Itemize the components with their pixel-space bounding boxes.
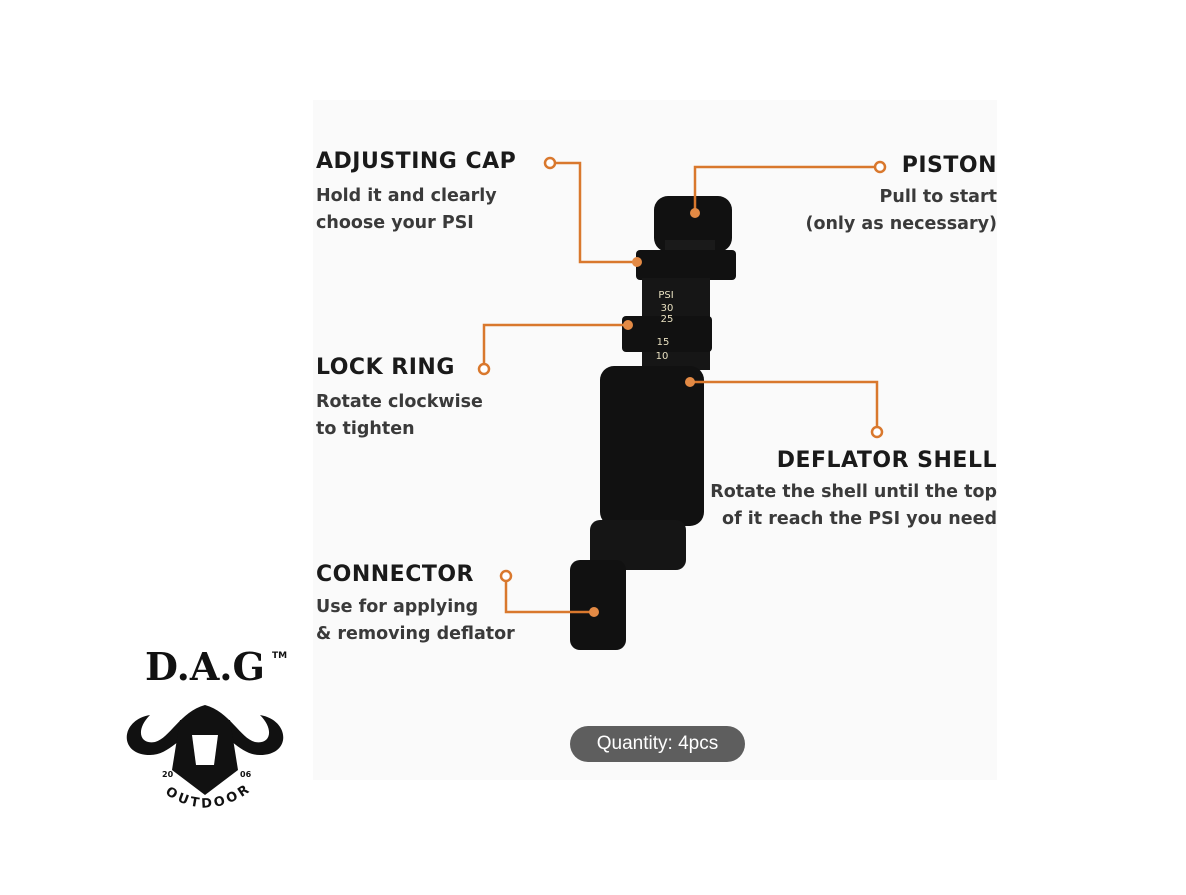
lock-ring-leader <box>482 323 628 363</box>
adjusting-cap-title: ADJUSTING CAP <box>316 149 517 174</box>
piston-title: PISTON <box>901 153 997 178</box>
piston-desc: Pull to start(only as necessary) <box>805 187 997 234</box>
lock-ring <box>622 316 712 352</box>
svg-text:D.A.G: D.A.G <box>145 644 265 689</box>
deflator-shell-leader <box>690 380 879 426</box>
svg-text:TM: TM <box>272 651 287 661</box>
piston-cap <box>654 196 732 252</box>
deflator-shell-title: DEFLATOR SHELL <box>776 448 997 473</box>
dag-logo: D.A.G TM 20 06 OUTDOOR <box>126 644 287 812</box>
adjusting-cap-ring <box>636 250 736 280</box>
svg-text:06: 06 <box>240 770 252 779</box>
buffalo-horns-icon <box>126 705 284 755</box>
connector-leader <box>504 582 594 614</box>
connector-tube <box>570 560 626 650</box>
psi-mark: 10 <box>656 351 669 362</box>
psi-mark: 15 <box>657 337 670 348</box>
callout-circles <box>477 156 887 583</box>
callout-dots <box>589 208 700 617</box>
psi-mark: 25 <box>661 314 674 325</box>
lock-ring-title: LOCK RING <box>316 355 455 380</box>
svg-text:20: 20 <box>162 770 174 779</box>
leader-lines <box>482 161 879 614</box>
connector-desc: Use for applying& removing deflator <box>316 597 515 644</box>
connector-title: CONNECTOR <box>316 562 474 587</box>
psi-mark: 30 <box>661 303 674 314</box>
adjusting-cap-leader <box>556 161 636 264</box>
psi-label: PSI <box>658 290 673 301</box>
quantity-badge: Quantity: 4pcs <box>570 726 745 762</box>
deflator-tool <box>570 196 736 650</box>
piston-leader <box>693 165 874 213</box>
deflator-shell <box>600 366 704 526</box>
